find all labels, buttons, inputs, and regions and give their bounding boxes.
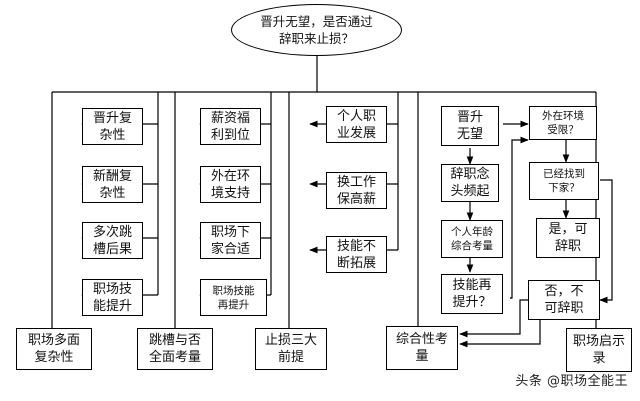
- col1-node-3: 多次跳 槽后果: [82, 222, 143, 259]
- col5-node-2: 已经找到 下家？: [529, 162, 599, 200]
- col4-node-3: 个人年龄 综合考量: [441, 220, 503, 258]
- col4-footer: 综合性考 量: [386, 326, 458, 370]
- col4-node-1: 晋升 无望: [441, 106, 499, 146]
- col5-node-1: 外在环境 受限？: [529, 106, 597, 140]
- col3-node-2: 换工作 保高薪: [326, 172, 387, 209]
- top-question-line2: 辞职来止损？: [278, 31, 354, 46]
- col2-node-4: 职场技能 再提升: [200, 279, 267, 316]
- col4-node-4: 技能再 提升？: [441, 274, 503, 314]
- col1-node-4: 职场技 能提升: [82, 279, 143, 316]
- col3-node-1: 个人职 业发展: [326, 106, 387, 143]
- col2-node-3: 职场下 家合适: [200, 222, 261, 259]
- top-question-line1: 晋升无望，是否通过: [260, 14, 373, 29]
- col5-node-3: 是，可 辞职: [536, 218, 600, 258]
- col3-footer: 止损三大 前提: [255, 328, 327, 370]
- col5-node-4: 否，不 可辞职: [528, 280, 600, 320]
- col4-node-2: 辞职念 头频起: [441, 164, 499, 202]
- col1-footer: 职场多面 复杂性: [16, 328, 92, 370]
- col1-node-1: 晋升复 杂性: [82, 108, 143, 145]
- col5-footer: 职场启示 录: [566, 328, 632, 372]
- col3-node-3: 技能不 断拓展: [326, 236, 387, 273]
- col2-footer: 跳槽与否 全面考量: [137, 328, 213, 370]
- col1-node-2: 新酬复 杂性: [82, 166, 143, 203]
- col2-node-2: 外在环 境支持: [200, 166, 261, 203]
- top-question-oval: 晋升无望，是否通过 辞职来止损？: [231, 4, 402, 56]
- watermark-text: 头条 @职场全能王: [515, 374, 628, 389]
- col2-node-1: 薪资福 利到位: [200, 108, 261, 145]
